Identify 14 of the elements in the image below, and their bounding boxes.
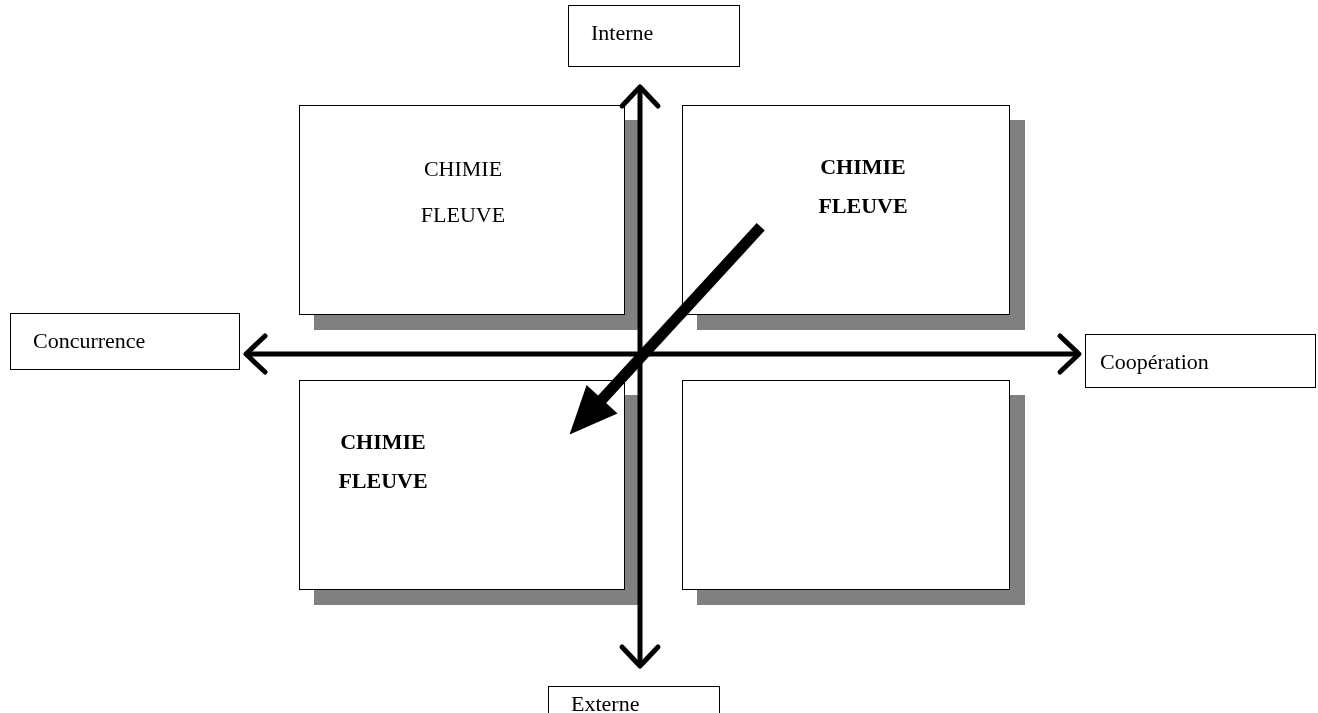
label-box xyxy=(568,5,740,67)
label-box xyxy=(548,686,720,713)
node-label: Externe xyxy=(571,691,640,713)
label-box xyxy=(1085,334,1316,388)
node-label: Concurrence xyxy=(33,328,146,355)
double-arrow xyxy=(243,333,1082,375)
label-box xyxy=(10,313,240,370)
node-label: Interne xyxy=(591,20,654,47)
node-label: CHIMIE FLEUVE xyxy=(419,155,507,230)
double-arrow xyxy=(619,84,661,669)
thick-arrow xyxy=(569,223,765,435)
node-label: CHIMIE FLEUVE xyxy=(337,428,429,495)
node-label: Coopération xyxy=(1100,349,1209,376)
node-label: CHIMIE FLEUVE xyxy=(817,153,909,220)
